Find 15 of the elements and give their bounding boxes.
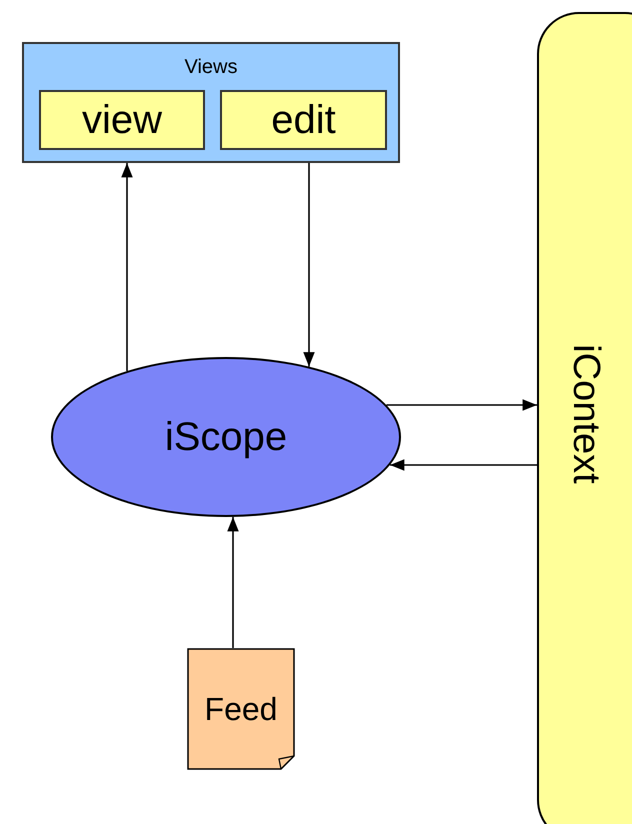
rounded-panel <box>537 12 632 824</box>
arrow <box>386 399 537 411</box>
process-box <box>39 90 205 150</box>
arrow <box>227 516 239 648</box>
node-label: Views <box>184 56 238 79</box>
node-label: Feed <box>204 693 278 725</box>
arrow <box>303 163 315 367</box>
arrow <box>121 163 133 372</box>
node-label: view <box>82 100 162 140</box>
node-label: edit <box>271 100 336 140</box>
process-box <box>220 90 387 150</box>
group-box <box>22 42 400 163</box>
arrow <box>390 459 537 471</box>
node-label: iContext <box>567 344 605 484</box>
node-label: iScope <box>164 417 288 457</box>
